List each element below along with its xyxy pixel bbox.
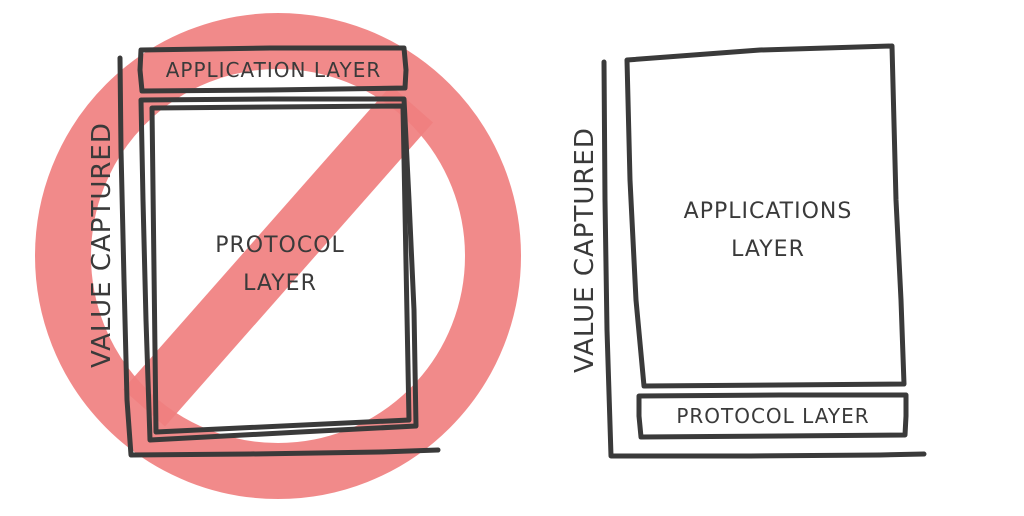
left-protocol-layer-label-line2: LAYER <box>243 271 317 296</box>
left-protocol-layer-box-inner <box>149 103 412 435</box>
right-protocol-layer-box <box>636 392 909 440</box>
left-axes <box>117 55 441 458</box>
right-protocol-layer-label: PROTOCOL LAYER <box>676 404 870 428</box>
right-applications-layer-label-line1: APPLICATIONS <box>683 199 853 224</box>
right-y-axis-label: VALUE CAPTURED <box>570 127 600 373</box>
right-axes <box>601 59 927 459</box>
left-protocol-layer-label-line1: PROTOCOL <box>215 233 345 258</box>
right-applications-layer-box <box>624 43 907 389</box>
right-applications-layer-label-line2: LAYER <box>731 237 805 262</box>
left-application-layer-box <box>137 45 409 94</box>
prohibited-slash <box>122 85 434 427</box>
left-y-axis-label: VALUE CAPTURED <box>87 122 117 368</box>
prohibited-symbol <box>35 13 521 499</box>
left-protocol-layer-box <box>138 96 419 443</box>
left-application-layer-label: APPLICATION LAYER <box>165 58 382 82</box>
prohibited-circle <box>35 13 521 499</box>
